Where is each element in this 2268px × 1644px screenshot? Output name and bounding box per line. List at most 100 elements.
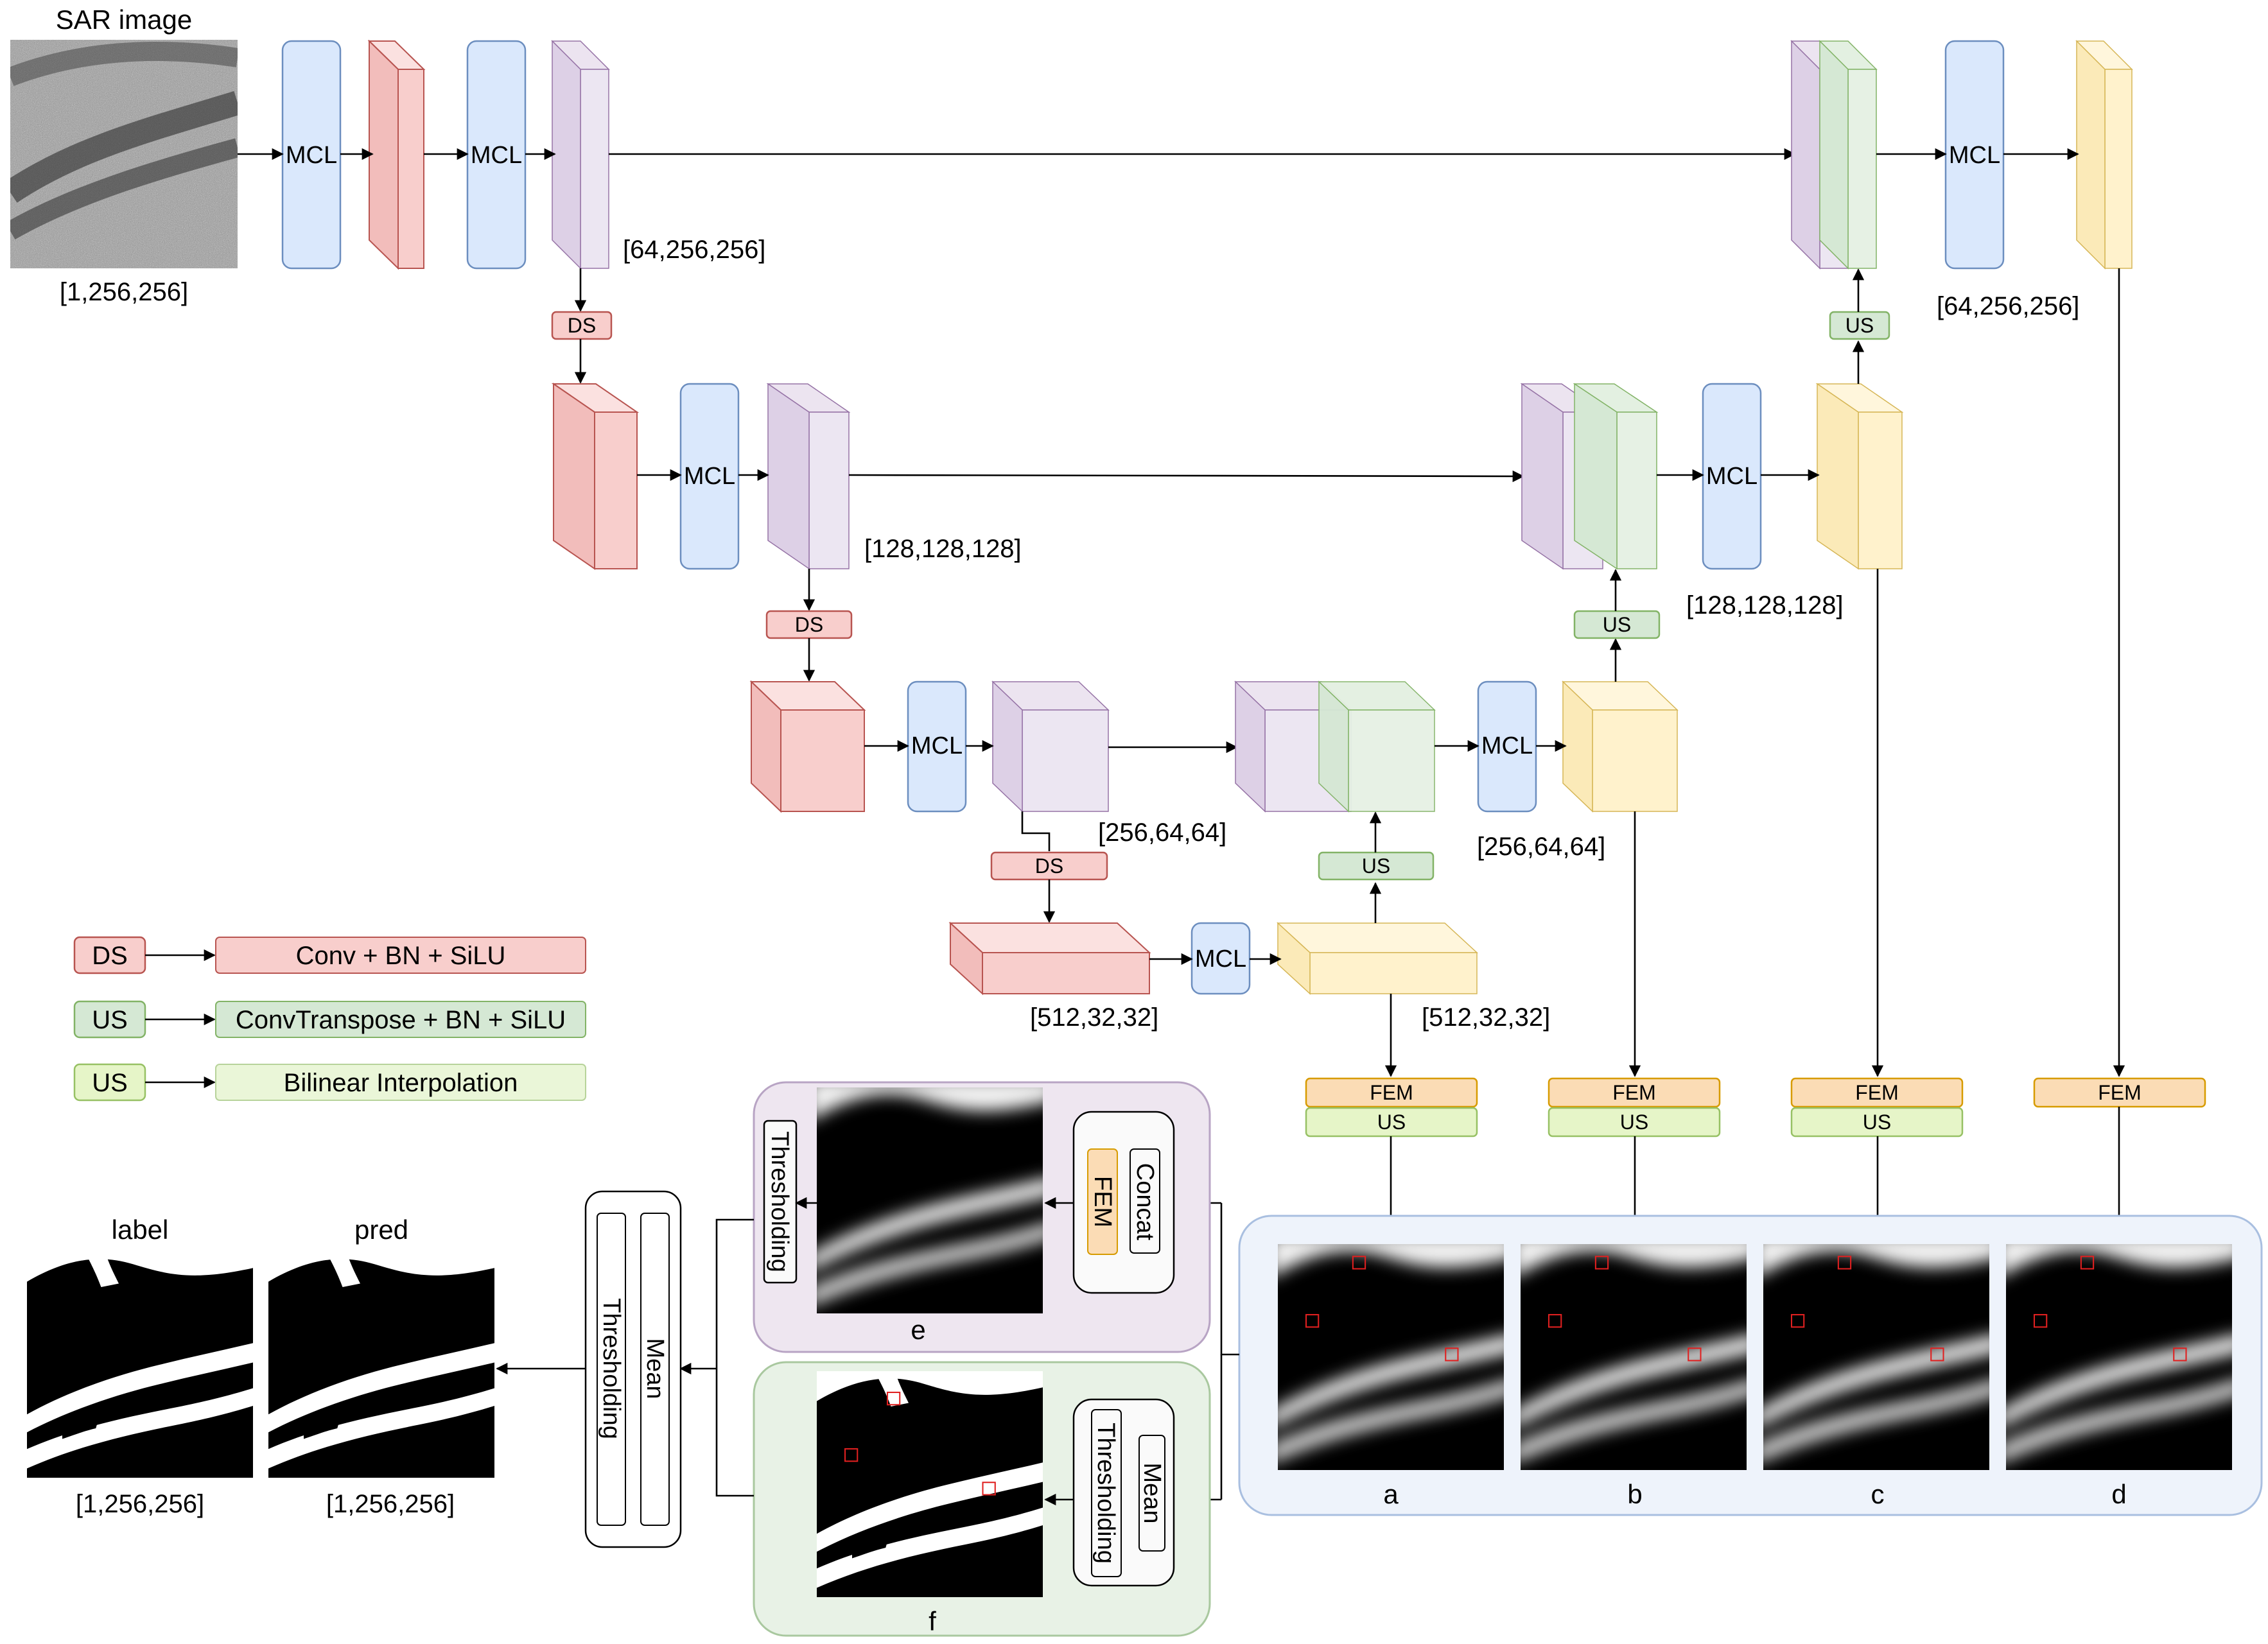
mcl-label-dec2: MCL xyxy=(1706,463,1758,490)
output-image-c xyxy=(1754,1235,2002,1470)
output-label-f: f xyxy=(929,1606,936,1636)
fused-image-f xyxy=(817,1371,1043,1597)
us-tag-label: US xyxy=(1603,613,1631,636)
legend-tag-label: DS xyxy=(92,942,128,970)
fem-label-box-e xyxy=(1087,1148,1118,1255)
legend: DS Conv + BN + SiLU US ConvTranspose + B… xyxy=(73,936,586,1102)
mcl-label-enc2: MCL xyxy=(684,463,735,490)
thresholding-label-box-f xyxy=(1091,1409,1122,1577)
us-tag-1 xyxy=(1829,311,1890,340)
concat-box-dec2 xyxy=(1520,383,1659,570)
fused-image-e xyxy=(808,1078,1055,1313)
head-d: FEM xyxy=(2033,1077,2206,1108)
line xyxy=(1021,811,1051,851)
legend-desc-label: Conv + BN + SiLU xyxy=(296,942,506,970)
ds-conv-box-enc2 xyxy=(551,383,640,570)
concat-box-dec3 xyxy=(1234,680,1436,813)
label-title: label xyxy=(112,1215,169,1245)
mcl-label-enc1b: MCL xyxy=(471,142,522,169)
fem-label-e: FEM xyxy=(1089,1176,1116,1227)
fem-tag-label: FEM xyxy=(1370,1081,1413,1104)
legend-tag-label: US xyxy=(92,1006,128,1034)
ds-conv-box-bottleneck xyxy=(948,921,1151,996)
output-image-d xyxy=(1997,1235,2244,1470)
legend-us-desc-box xyxy=(215,1001,586,1038)
ds-conv-box-enc3 xyxy=(749,680,866,813)
mcl-label-enc3: MCL xyxy=(911,732,963,759)
us-tag-label: US xyxy=(1845,314,1874,337)
head-b: FEM US xyxy=(1548,1077,1721,1138)
fem-tag-c xyxy=(1790,1077,1964,1108)
concat-box-dec1 xyxy=(1790,40,1878,270)
fem-tag-label: FEM xyxy=(1612,1081,1656,1104)
ds-conv-box-enc1 xyxy=(367,39,426,270)
output-image-a xyxy=(1269,1235,1516,1470)
head-c: FEM US xyxy=(1790,1077,1964,1138)
head-a: FEM US xyxy=(1305,1077,1478,1138)
output-label-a: a xyxy=(1383,1479,1399,1509)
feature-box-enc2 xyxy=(766,383,851,570)
feature-box-enc3 xyxy=(991,680,1110,813)
thresholding-label-f: Thresholding xyxy=(1092,1423,1119,1564)
enc1-dim-label: [64,256,256] xyxy=(623,236,765,264)
us-tag-label: US xyxy=(1863,1111,1891,1134)
us-tag-label: US xyxy=(1620,1111,1648,1134)
feature-box-enc1 xyxy=(551,40,610,270)
skip-connection-2 xyxy=(848,470,1524,483)
bottleneck-dim-label: [512,32,32] xyxy=(1030,1003,1158,1032)
ds-tag-label: DS xyxy=(568,314,596,337)
output-label-e: e xyxy=(911,1315,925,1345)
thresholding-label-e: Thresholding xyxy=(766,1131,793,1272)
pred-title: pred xyxy=(354,1215,408,1245)
enc3-dim-label: [256,64,64] xyxy=(1098,818,1226,847)
final-mean-label: Mean xyxy=(641,1338,668,1399)
feature-box-dec3 xyxy=(1562,680,1679,813)
final-thresholding-label: Thresholding xyxy=(598,1298,625,1439)
mean-label-box-f xyxy=(1138,1435,1165,1552)
output-label-d: d xyxy=(2111,1479,2126,1509)
final-thresholding-box xyxy=(597,1213,626,1526)
feature-box-dec1 xyxy=(2075,40,2133,270)
ds-tag-1 xyxy=(551,311,613,340)
concat-label-box xyxy=(1130,1148,1160,1254)
concat-label: Concat xyxy=(1131,1163,1158,1241)
output-image-b xyxy=(1512,1235,1759,1470)
enc2-dim-label: [128,128,128] xyxy=(864,535,1022,563)
bottleneck-out-dim-label: [512,32,32] xyxy=(1422,1003,1550,1032)
dec3-dim-label: [256,64,64] xyxy=(1477,833,1605,861)
fem-tag-label: FEM xyxy=(2098,1081,2142,1104)
label-image xyxy=(27,1252,253,1478)
mcl-label-enc1a: MCL xyxy=(286,142,337,169)
legend-tag-label: US xyxy=(92,1069,128,1097)
legend-ds-desc-box xyxy=(215,937,586,974)
us-tag-label: US xyxy=(1362,854,1390,878)
legend-bilinear-desc-box xyxy=(215,1064,586,1101)
legend-desc-label: ConvTranspose + BN + SiLU xyxy=(236,1006,566,1034)
output-label-b: b xyxy=(1627,1479,1642,1509)
pred-dim-label: [1,256,256] xyxy=(326,1490,455,1518)
dec2-dim-label: [128,128,128] xyxy=(1686,591,1844,619)
mcl-label-bottleneck: MCL xyxy=(1195,946,1246,973)
pred-image xyxy=(268,1252,494,1478)
ds-tag-label: DS xyxy=(1035,854,1063,878)
dec1-dim-label: [64,256,256] xyxy=(1937,292,2079,320)
legend-desc-label: Bilinear Interpolation xyxy=(284,1069,518,1097)
sar-input-image xyxy=(10,40,238,268)
fem-tag-b xyxy=(1548,1077,1721,1108)
output-label-c: c xyxy=(1871,1479,1885,1509)
fem-tag-a xyxy=(1305,1077,1478,1108)
mcl-label-dec3: MCL xyxy=(1481,732,1533,759)
line xyxy=(715,1218,754,1497)
line xyxy=(1220,1203,1239,1356)
label-dim-label: [1,256,256] xyxy=(76,1490,204,1518)
final-mean-box xyxy=(640,1213,670,1526)
feature-box-dec2 xyxy=(1815,383,1904,570)
input-dim-label: [1,256,256] xyxy=(60,278,188,306)
us-tag-2 xyxy=(1573,610,1661,639)
mcl-label-dec1: MCL xyxy=(1949,142,2000,169)
sar-image-title: SAR image xyxy=(56,4,192,35)
mean-label-f: Mean xyxy=(1138,1462,1165,1523)
fem-tag-label: FEM xyxy=(1855,1081,1899,1104)
ds-tag-label: DS xyxy=(795,613,823,636)
